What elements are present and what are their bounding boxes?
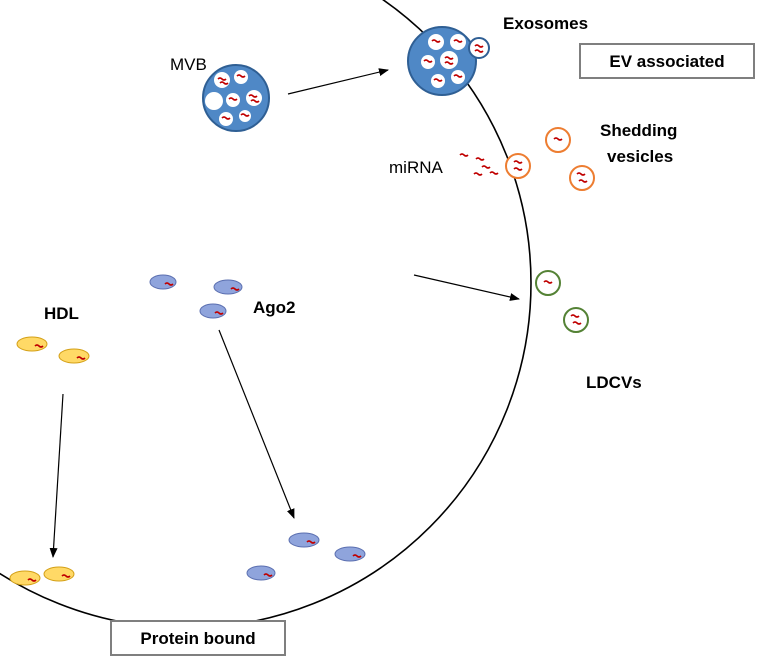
exosomes-label: Exosomes — [503, 14, 588, 33]
shedding-label-line2: vesicles — [607, 147, 673, 166]
mvb-label: MVB — [170, 55, 207, 74]
ev-associated-box — [579, 43, 755, 79]
ldcvs-label: LDCVs — [586, 373, 642, 392]
ago2-label: Ago2 — [253, 298, 296, 317]
hdl-particles-outside — [9, 566, 75, 586]
arrow-to-ldcvs — [413, 274, 520, 301]
hdl-particles-inside — [16, 336, 90, 364]
free-mirna-group — [459, 153, 499, 176]
hdl-label: HDL — [44, 304, 79, 323]
mvb-body — [202, 64, 270, 132]
ldcv-vesicles — [535, 270, 589, 333]
ago2-complexes-inside — [149, 274, 243, 319]
arrow-ago2-out — [218, 329, 295, 519]
protein-bound-box — [110, 620, 286, 656]
shedding-label-line1: Shedding — [600, 121, 677, 140]
arrow-hdl-out — [49, 393, 64, 558]
arrow-mvb-to-exosomes — [287, 68, 389, 95]
exosome-cluster — [407, 26, 490, 96]
mirna-label: miRNA — [389, 158, 443, 177]
protein-bound-label: Protein bound — [140, 629, 255, 648]
shedding-vesicles — [505, 127, 595, 191]
ago2-complexes-outside — [246, 532, 366, 581]
ev-associated-label: EV associated — [609, 52, 724, 71]
